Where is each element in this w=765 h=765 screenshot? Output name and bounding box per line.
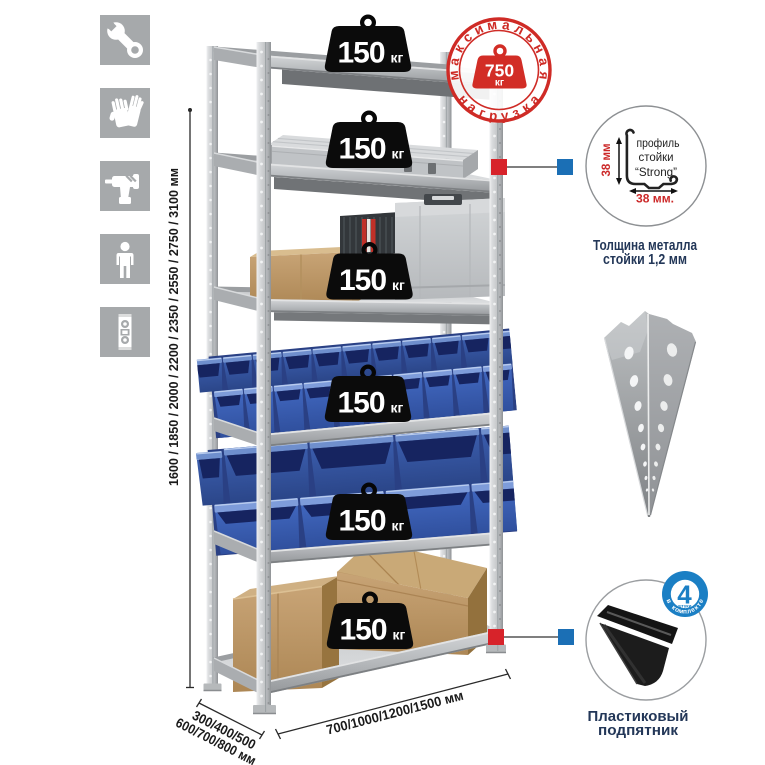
svg-text:750: 750 bbox=[485, 61, 514, 81]
svg-text:а: а bbox=[501, 17, 511, 33]
svg-text:“Strong”: “Strong” bbox=[635, 165, 677, 179]
svg-text:38 мм.: 38 мм. bbox=[636, 192, 674, 206]
svg-text:а: а bbox=[446, 56, 462, 67]
svg-text:Толщина металла: Толщина металла bbox=[593, 238, 698, 254]
svg-text:м: м bbox=[678, 608, 684, 616]
svg-text:м: м bbox=[446, 70, 462, 82]
svg-text:у: у bbox=[500, 108, 510, 124]
svg-text:700/1000/1200/1500 мм: 700/1000/1200/1500 мм bbox=[325, 688, 465, 738]
svg-text:о: о bbox=[674, 606, 681, 614]
svg-text:е: е bbox=[697, 598, 705, 605]
svg-text:38 мм: 38 мм bbox=[601, 143, 613, 176]
svg-text:профиль: профиль bbox=[637, 138, 680, 150]
svg-text:м: м bbox=[486, 17, 498, 33]
svg-text:стойки 1,2 мм: стойки 1,2 мм bbox=[603, 252, 687, 268]
svg-text:к: к bbox=[670, 604, 678, 612]
svg-text:п: п bbox=[683, 609, 687, 616]
svg-text:а: а bbox=[536, 56, 552, 67]
svg-text:4: 4 bbox=[677, 580, 692, 610]
svg-text:л: л bbox=[686, 608, 692, 616]
svg-text:г: г bbox=[477, 105, 488, 121]
svg-text:стойки: стойки bbox=[639, 152, 674, 164]
svg-text:е: е bbox=[690, 606, 697, 614]
svg-text:штуки: штуки bbox=[678, 604, 692, 609]
svg-text:1600 / 1850 / 2000 / 2200 / 23: 1600 / 1850 / 2000 / 2200 / 2350 / 2550 … bbox=[167, 168, 181, 486]
svg-text:в: в bbox=[665, 598, 673, 605]
svg-text:я: я bbox=[536, 71, 552, 81]
svg-text:кг: кг bbox=[495, 78, 504, 89]
svg-text:р: р bbox=[488, 108, 498, 124]
svg-text:Пластиковый: Пластиковый bbox=[588, 709, 689, 725]
svg-text:т: т bbox=[696, 602, 704, 609]
svg-text:подпятник: подпятник bbox=[598, 723, 679, 739]
svg-text:к: к bbox=[693, 604, 701, 612]
svg-text:з: з bbox=[510, 104, 522, 121]
